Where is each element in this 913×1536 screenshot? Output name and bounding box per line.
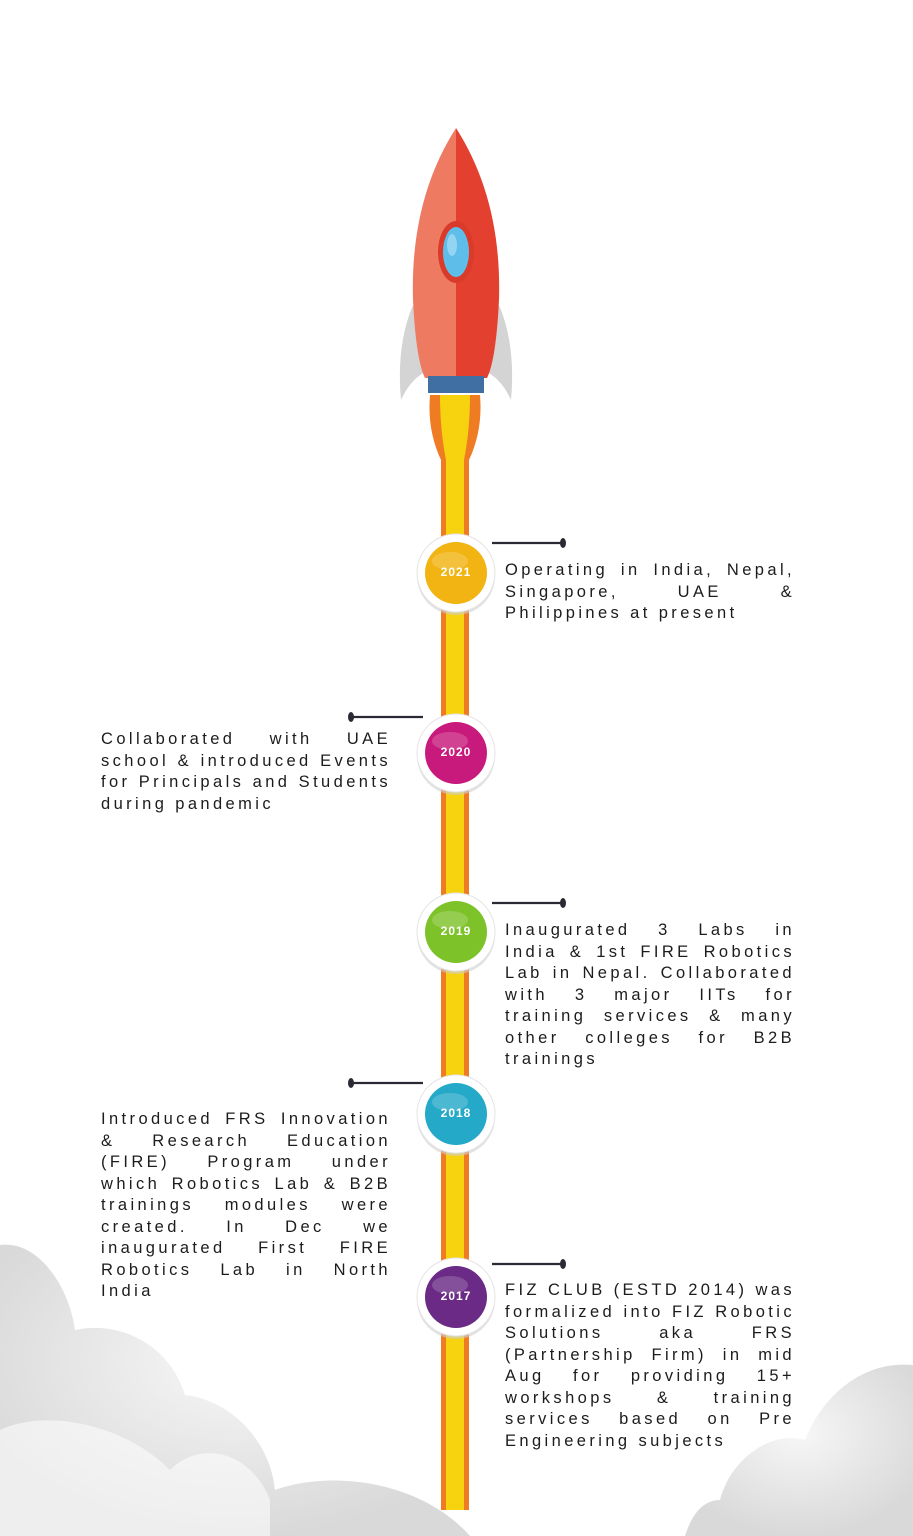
cloud-right	[685, 1364, 913, 1536]
milestone-description: Operating in India, Nepal, Singapore, UA…	[505, 561, 795, 622]
year-label: 2020	[440, 745, 472, 759]
rocket-window-icon	[443, 227, 469, 277]
milestone-description: Introduced FRS Innovation & Research Edu…	[101, 1110, 391, 1300]
node-circle	[425, 1083, 487, 1145]
milestone-description: Collaborated with UAE school & introduce…	[101, 730, 391, 813]
node-highlight	[432, 1093, 468, 1111]
year-label: 2021	[440, 565, 472, 579]
node-highlight	[432, 732, 468, 750]
rocket	[399, 128, 513, 400]
rocket-band	[428, 376, 484, 393]
milestone-description: FIZ CLUB (ESTD 2014) was formalized into…	[505, 1281, 795, 1450]
rocket-window-shine	[447, 234, 457, 256]
connector-dot	[560, 898, 566, 908]
timeline-node-2018	[348, 1074, 496, 1156]
clouds	[0, 1244, 913, 1536]
milestone-description: Inaugurated 3 Labs in India & 1st FIRE R…	[505, 921, 795, 1068]
node-highlight	[432, 1276, 468, 1294]
year-label: 2017	[440, 1289, 472, 1303]
cloud-left-inner	[0, 1420, 270, 1536]
node-circle	[425, 901, 487, 963]
connector-dot	[560, 1259, 566, 1269]
rocket-left-fin	[399, 305, 425, 400]
node-circle	[425, 542, 487, 604]
timeline-node-2019	[416, 892, 566, 974]
connector-dot	[560, 538, 566, 548]
timeline-node-2017	[416, 1257, 566, 1339]
year-label: 2018	[440, 1106, 472, 1120]
timeline-node-2020	[348, 712, 496, 795]
node-circle	[425, 1266, 487, 1328]
connector-dot	[348, 712, 354, 722]
timeline-nodes	[348, 533, 566, 1339]
node-highlight	[432, 911, 468, 929]
year-label: 2019	[440, 924, 472, 938]
rocket-right-fin	[487, 305, 513, 400]
rocket-body-left	[412, 128, 456, 378]
node-highlight	[432, 552, 468, 570]
node-circle	[425, 722, 487, 784]
connector-dot	[348, 1078, 354, 1088]
rocket-body-right	[456, 128, 500, 378]
timeline-node-2021	[416, 533, 566, 615]
